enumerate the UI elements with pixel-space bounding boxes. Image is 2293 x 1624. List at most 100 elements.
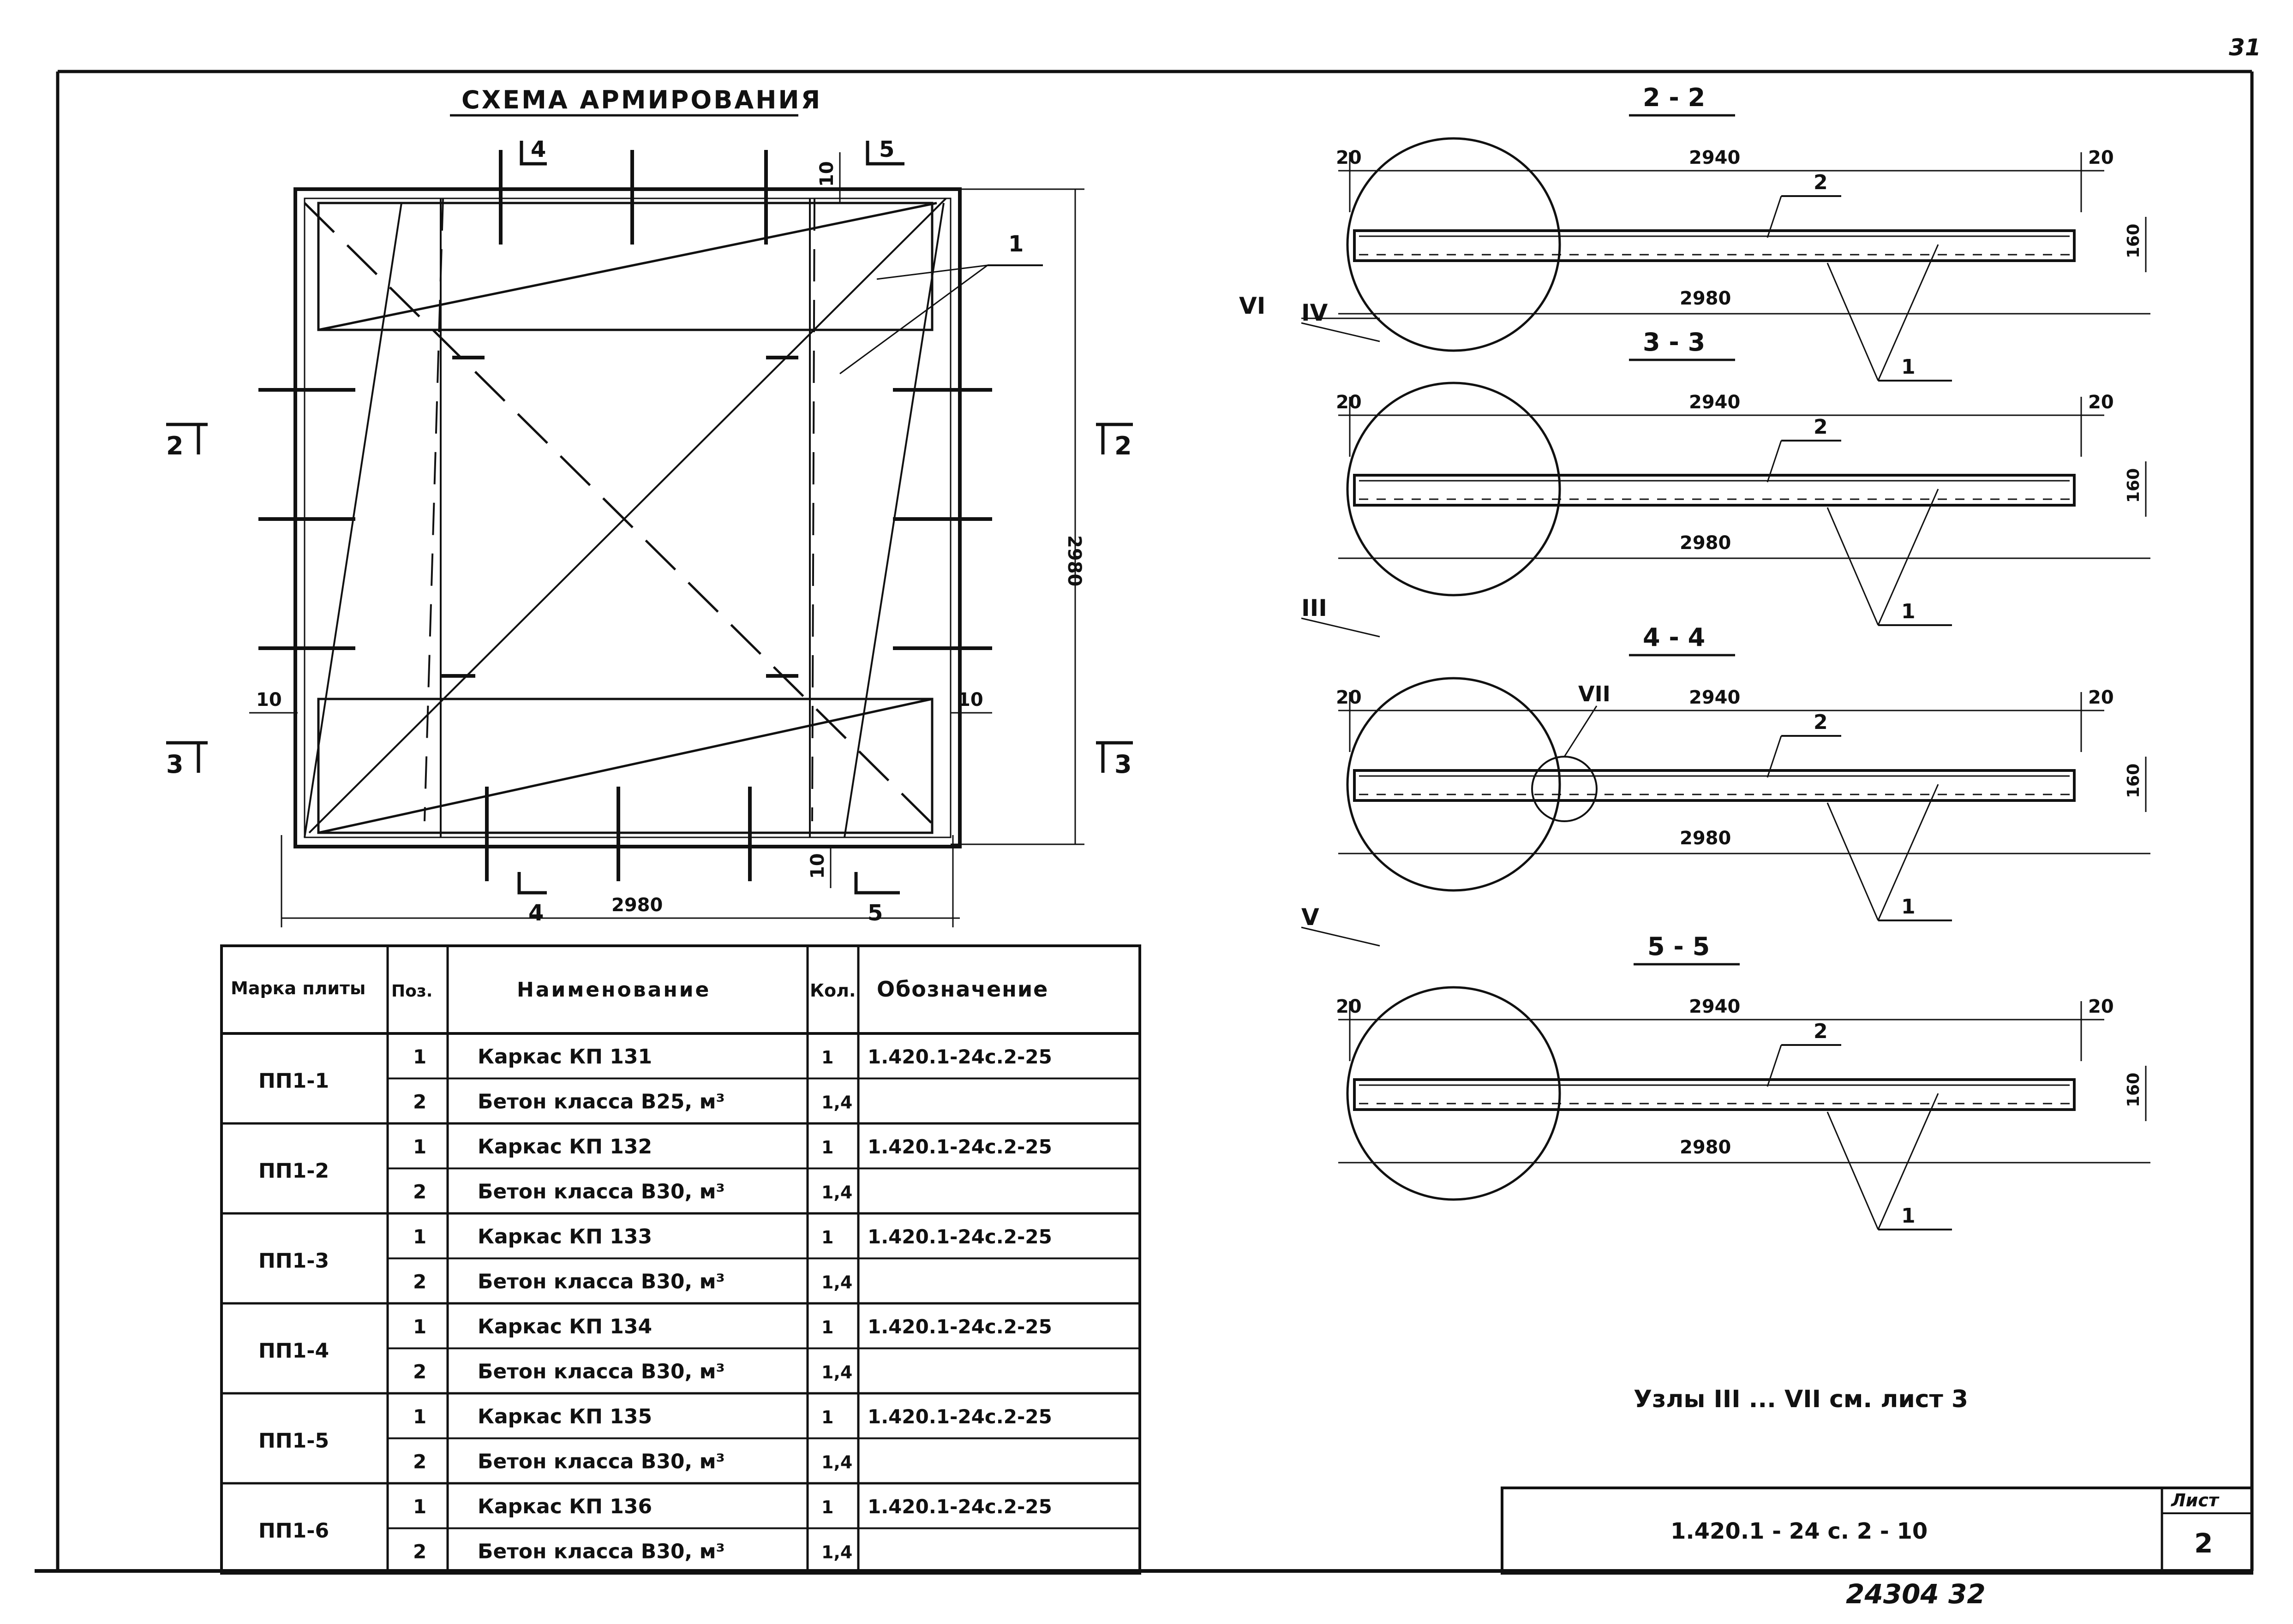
th-designation: Обозначение bbox=[877, 977, 1048, 1002]
table-cell-qty: 1 bbox=[821, 1497, 833, 1517]
table-cell-name: Каркас КП 134 bbox=[478, 1315, 652, 1338]
table-cell-qty: 1 bbox=[821, 1227, 833, 1248]
table-cell-pos: 1 bbox=[413, 1225, 426, 1248]
table-cell-name: Бетон класса В30, м³ bbox=[478, 1540, 725, 1563]
table-group: ПП1-3 1 Каркас КП 133 1 1.420.1-24с.2-25 2 Бет… bbox=[222, 1225, 1140, 1305]
gap-top: 10 bbox=[816, 161, 838, 187]
th-name: Наименование bbox=[517, 978, 711, 1002]
table-cell-qty: 1 bbox=[821, 1407, 833, 1427]
plate-mark: ПП1-1 bbox=[258, 1069, 329, 1093]
th-mark: Марка плиты bbox=[231, 978, 365, 998]
section-title: 4 - 4 bbox=[1643, 623, 1705, 652]
table-cell-designation: 1.420.1-24с.2-25 bbox=[868, 1495, 1052, 1518]
table-cell-qty: 1 bbox=[821, 1137, 833, 1158]
table-cell-pos: 2 bbox=[413, 1180, 426, 1203]
table-cell-pos: 1 bbox=[413, 1405, 426, 1428]
table-cell-name: Бетон класса В30, м³ bbox=[478, 1270, 725, 1293]
table-cell-name: Бетон класса В30, м³ bbox=[478, 1360, 725, 1383]
dim-bottom: 2980 bbox=[1680, 828, 1731, 849]
thickness: 160 bbox=[2124, 224, 2143, 258]
edge-right: 20 bbox=[2088, 687, 2114, 708]
callout-1: 1 bbox=[1901, 600, 1916, 623]
sheet-number: 2 bbox=[2194, 1528, 2213, 1559]
table-cell-pos: 1 bbox=[413, 1315, 426, 1338]
table-cell-pos: 1 bbox=[413, 1495, 426, 1518]
table-cell-qty: 1,4 bbox=[821, 1092, 852, 1112]
edge-right: 20 bbox=[2088, 392, 2114, 413]
table-cell-qty: 1,4 bbox=[821, 1272, 852, 1292]
edge-left: 20 bbox=[1336, 996, 1362, 1017]
thickness: 160 bbox=[2124, 1073, 2143, 1107]
table-cell-name: Каркас КП 133 bbox=[478, 1225, 652, 1248]
table-cell-name: Бетон класса В25, м³ bbox=[478, 1090, 725, 1113]
table-cell-name: Каркас КП 131 bbox=[478, 1045, 652, 1069]
table-cell-qty: 1 bbox=[821, 1317, 833, 1337]
table-cell-qty: 1 bbox=[821, 1047, 833, 1068]
table-cell-pos: 2 bbox=[413, 1090, 426, 1113]
plate-mark: ПП1-2 bbox=[258, 1159, 329, 1183]
plate-mark: ПП1-4 bbox=[258, 1339, 329, 1363]
sheet-label: Лист bbox=[2171, 1490, 2220, 1511]
plate-mark: ПП1-3 bbox=[258, 1249, 329, 1273]
gap-left: 10 bbox=[256, 689, 282, 710]
table-cell-designation: 1.420.1-24с.2-25 bbox=[868, 1315, 1052, 1338]
section-2-left-label: 2 bbox=[166, 431, 184, 460]
plate-mark: ПП1-5 bbox=[258, 1429, 329, 1453]
edge-right: 20 bbox=[2088, 996, 2114, 1017]
dim-bottom: 2980 bbox=[1680, 288, 1731, 309]
table-cell-qty: 1,4 bbox=[821, 1362, 852, 1382]
node-extra-label: VII bbox=[1578, 681, 1610, 706]
th-qty: Кол. bbox=[810, 980, 856, 1001]
table-group: ПП1-4 1 Каркас КП 134 1 1.420.1-24с.2-25 2 Бет… bbox=[222, 1315, 1140, 1395]
table-cell-name: Каркас КП 132 bbox=[478, 1135, 652, 1158]
scheme-callout-1: 1 bbox=[1008, 231, 1024, 257]
table-cell-name: Каркас КП 135 bbox=[478, 1405, 652, 1428]
section-5-bottom-label: 5 bbox=[868, 900, 883, 926]
table-cell-designation: 1.420.1-24с.2-25 bbox=[868, 1225, 1052, 1248]
edge-left: 20 bbox=[1336, 392, 1362, 413]
section-2-right-label: 2 bbox=[1114, 431, 1132, 460]
callout-1: 1 bbox=[1901, 355, 1916, 379]
plate-mark: ПП1-6 bbox=[258, 1519, 329, 1543]
table-group: ПП1-1 1 Каркас КП 131 1 1.420.1-24с.2-25 2 Бет… bbox=[222, 1045, 1140, 1125]
dim-bottom: 2980 bbox=[1680, 532, 1731, 554]
callout-1: 1 bbox=[1901, 895, 1916, 919]
callout-2: 2 bbox=[1814, 171, 1828, 194]
table-cell-name: Бетон класса В30, м³ bbox=[478, 1180, 725, 1203]
section-5-top-label: 5 bbox=[879, 137, 894, 162]
table-cell-designation: 1.420.1-24с.2-25 bbox=[868, 1045, 1052, 1068]
table-cell-pos: 2 bbox=[413, 1270, 426, 1293]
dim-width: 2980 bbox=[611, 895, 663, 916]
table-cell-qty: 1,4 bbox=[821, 1182, 852, 1202]
gap-right: 10 bbox=[958, 689, 983, 710]
dim-top: 2940 bbox=[1689, 392, 1740, 413]
table-cell-name: Бетон класса В30, м³ bbox=[478, 1450, 725, 1473]
title-block: 1.420.1 - 24 с. 2 - 10 Лист 2 bbox=[1501, 1487, 2253, 1575]
thickness: 160 bbox=[2124, 468, 2143, 503]
callout-2: 2 bbox=[1814, 415, 1828, 439]
node-label: IV bbox=[1301, 299, 1328, 326]
table-group: ПП1-6 1 Каркас КП 136 1 1.420.1-24с.2-25 2 Бет… bbox=[222, 1495, 1140, 1575]
table-cell-qty: 1,4 bbox=[821, 1542, 852, 1562]
dim-top: 2940 bbox=[1689, 687, 1740, 708]
dim-top: 2940 bbox=[1689, 996, 1740, 1017]
thickness: 160 bbox=[2124, 764, 2143, 798]
table-cell-name: Каркас КП 136 bbox=[478, 1495, 652, 1518]
table-cell-pos: 2 bbox=[413, 1540, 426, 1563]
section-3-left-label: 3 bbox=[166, 750, 184, 779]
edge-left: 20 bbox=[1336, 687, 1362, 708]
edge-right: 20 bbox=[2088, 147, 2114, 168]
spec-table: Марка плиты Поз. Наименование Кол. Обозн… bbox=[220, 944, 1141, 1575]
scheme-title: СХЕМА АРМИРОВАНИЯ bbox=[461, 85, 822, 114]
nodes-note: Узлы III ... VII см. лист 3 bbox=[1634, 1385, 1968, 1413]
node-label: VI bbox=[1239, 293, 1265, 319]
callout-2: 2 bbox=[1814, 1020, 1828, 1043]
table-cell-pos: 1 bbox=[413, 1045, 426, 1068]
table-cell-designation: 1.420.1-24с.2-25 bbox=[868, 1135, 1052, 1158]
title-designation: 1.420.1 - 24 с. 2 - 10 bbox=[1670, 1518, 1928, 1544]
table-cell-pos: 2 bbox=[413, 1360, 426, 1383]
